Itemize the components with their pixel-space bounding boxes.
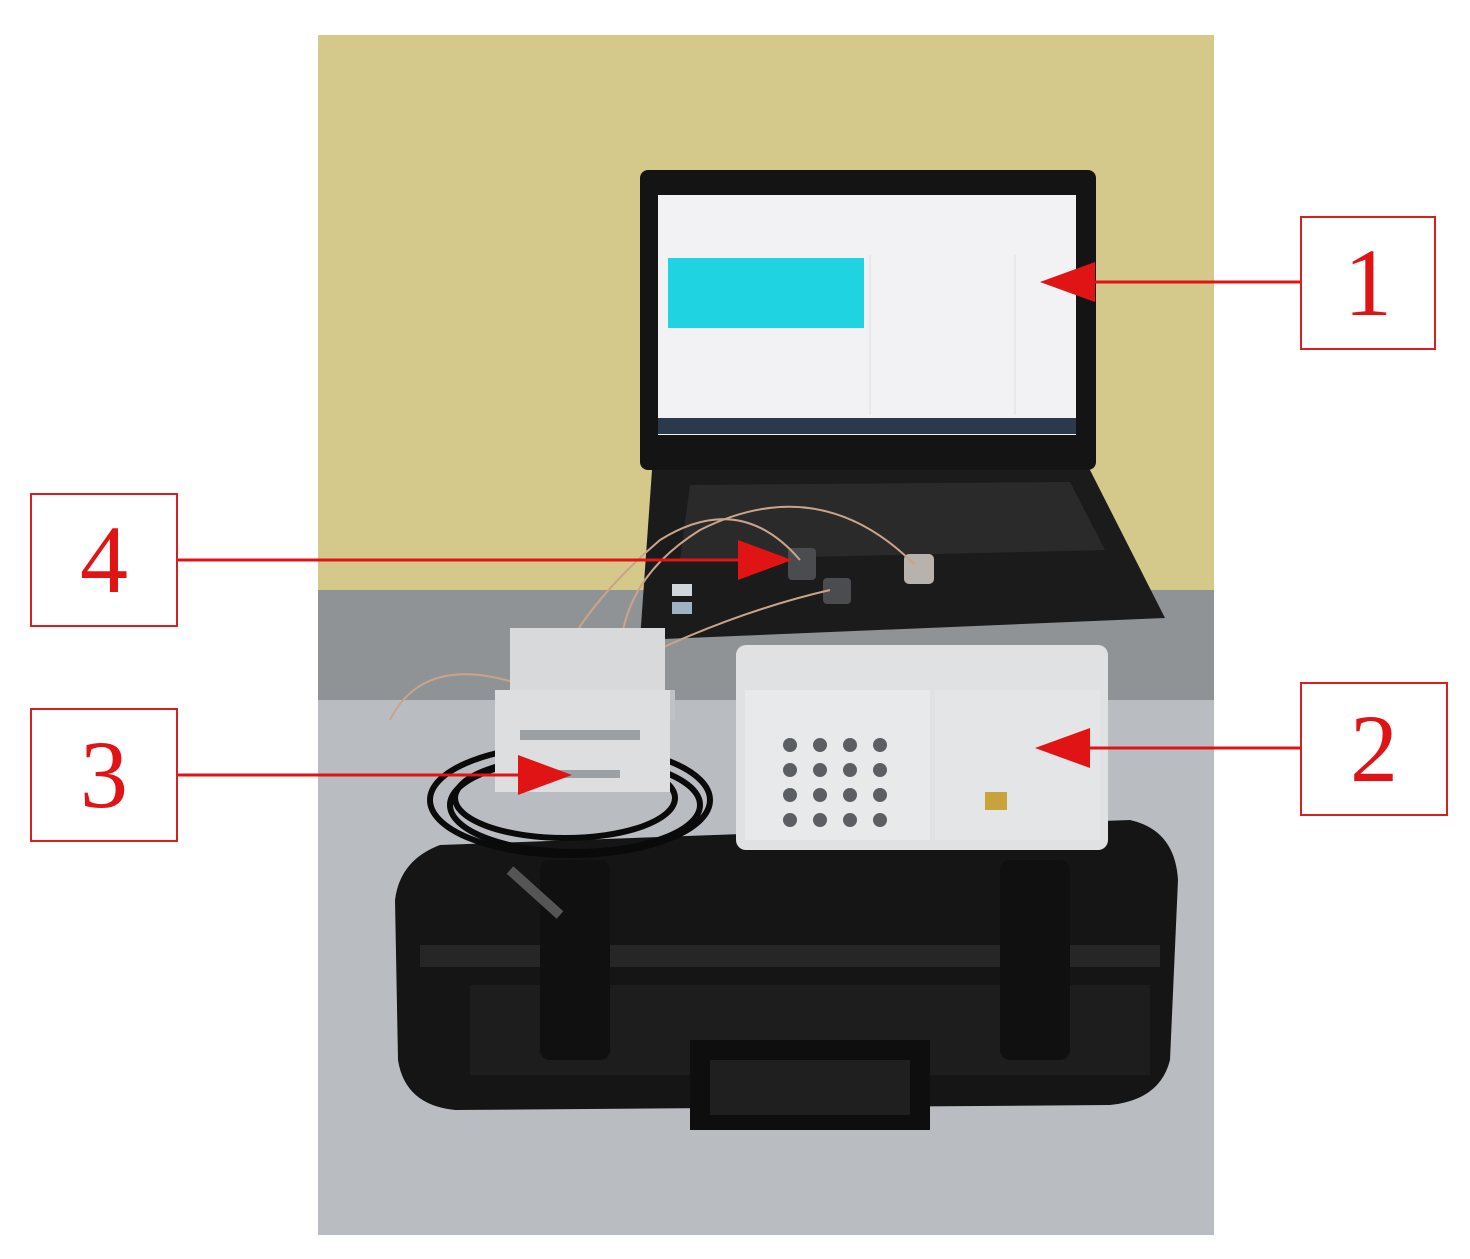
- callout-2-label: 2: [1350, 695, 1398, 802]
- callout-1-label: 1: [1344, 229, 1392, 336]
- callout-arrows: [178, 262, 1300, 795]
- callout-4: 4: [30, 493, 178, 627]
- black-carry-case: [395, 820, 1178, 1130]
- callout-2: 2: [1300, 682, 1448, 816]
- data-acquisition-chassis: [736, 645, 1108, 850]
- screen-cyan-panel: [668, 258, 864, 328]
- callout-1: 1: [1300, 216, 1436, 350]
- laptop: [640, 170, 1165, 640]
- callout-3-label: 3: [80, 721, 128, 828]
- callout-3: 3: [30, 708, 178, 842]
- callout-4-label: 4: [80, 506, 128, 613]
